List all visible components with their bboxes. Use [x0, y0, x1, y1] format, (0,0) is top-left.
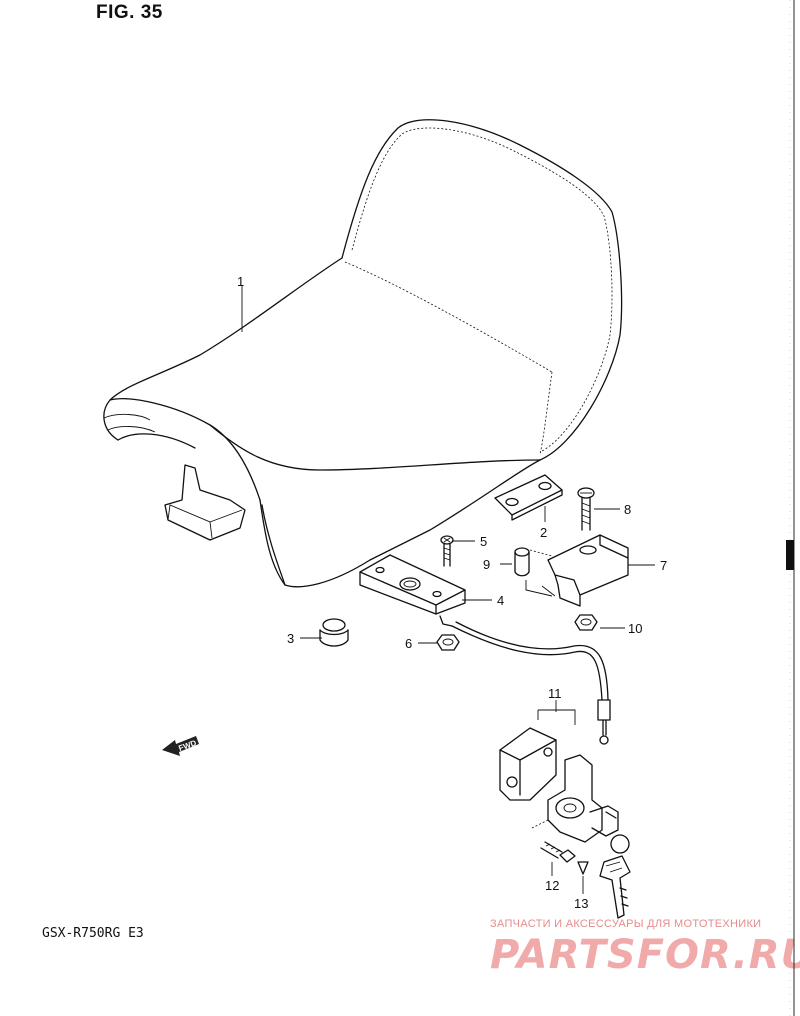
callouts: 1 2 3 4 5 6 7 8 9 10 11 12 13: [237, 274, 667, 911]
callout-3: 3: [287, 631, 294, 646]
fwd-arrow: FWD: [162, 736, 199, 756]
lock-plate-4: [359, 554, 466, 615]
watermark-logo: PARTSFOR.RU: [490, 932, 800, 978]
callout-7: 7: [660, 558, 667, 573]
callout-8: 8: [624, 502, 631, 517]
fwd-label: FWD: [177, 738, 197, 753]
callout-9: 9: [483, 557, 490, 572]
cushion-3: [319, 618, 349, 647]
callout-5: 5: [480, 534, 487, 549]
bolt-12: [540, 841, 576, 863]
callout-12: 12: [545, 878, 559, 893]
collar-9: [514, 547, 553, 577]
watermark-tagline: ЗАПЧАСТИ И АКСЕССУАРЫ ДЛЯ МОТОТЕХНИКИ: [490, 918, 762, 930]
plate: [494, 474, 563, 521]
pin-13: [577, 861, 589, 875]
bracket-7: [541, 534, 629, 607]
scan-border: [786, 0, 795, 1016]
model-code: GSX-R750RG E3: [42, 926, 144, 941]
nut-10: [574, 614, 598, 631]
screw-5: [440, 535, 454, 567]
screw-8: [577, 487, 595, 531]
callout-2: 2: [540, 525, 547, 540]
nut-6: [436, 634, 460, 651]
seat: [103, 119, 623, 588]
leader-lines: [241, 286, 655, 894]
callout-6: 6: [405, 636, 412, 651]
callout-13: 13: [574, 896, 588, 911]
callout-11: 11: [548, 686, 562, 701]
callout-10: 10: [628, 621, 642, 636]
callout-1: 1: [237, 274, 244, 289]
figure-title: FIG. 35: [96, 2, 163, 23]
callout-4: 4: [497, 593, 504, 608]
lock-assembly-11: [499, 709, 631, 919]
lock-cable: [439, 615, 611, 745]
